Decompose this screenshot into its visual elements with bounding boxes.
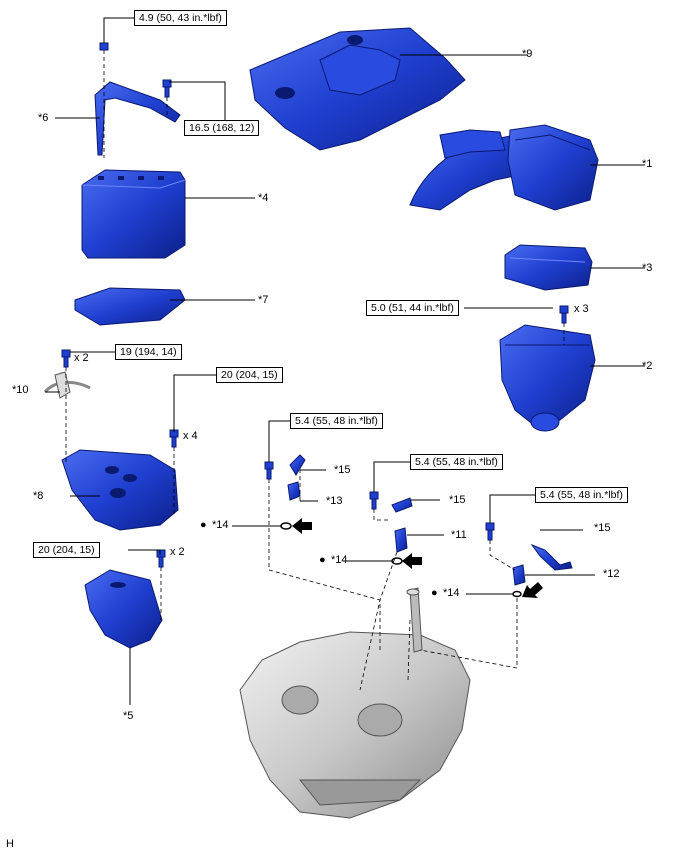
torque-clamp-nut: 4.9 (50, 43 in.*lbf) <box>134 10 227 26</box>
callout-14c: *14 <box>443 587 460 599</box>
torque-air-cleaner: 5.0 (51, 44 in.*lbf) <box>366 300 459 316</box>
callout-15c: *15 <box>594 522 611 534</box>
transaxle-part <box>239 587 471 819</box>
bullet-14c: ● <box>431 587 438 599</box>
callout-13: *13 <box>326 495 343 507</box>
engine-cover-part <box>249 27 466 151</box>
qty-bracket-low: x 2 <box>170 546 185 558</box>
battery-carrier-part <box>61 449 179 531</box>
callout-4: *4 <box>258 192 269 204</box>
callout-14b: *14 <box>331 554 348 566</box>
filter-element-part <box>504 244 593 291</box>
speed-sensors <box>287 454 573 586</box>
bracket-part <box>84 569 163 649</box>
torque-sensor-13: 5.4 (55, 48 in.*lbf) <box>290 413 383 429</box>
torque-sensor-12: 5.4 (55, 48 in.*lbf) <box>535 487 628 503</box>
qty-air-cleaner: x 3 <box>574 303 589 315</box>
arrow-icons <box>292 518 543 598</box>
callout-5: *5 <box>123 710 134 722</box>
torque-bracket-top: 19 (194, 14) <box>115 344 182 360</box>
callout-14a: *14 <box>212 519 229 531</box>
callout-15b: *15 <box>449 494 466 506</box>
callout-7: *7 <box>258 294 269 306</box>
callout-15a: *15 <box>334 464 351 476</box>
assembly-lines <box>65 50 565 691</box>
bullet-14b: ● <box>319 554 326 566</box>
qty-bracket-top: x 2 <box>74 352 89 364</box>
callout-12: *12 <box>603 568 620 580</box>
battery-clamp-part <box>94 81 181 156</box>
callout-11: *11 <box>451 529 467 541</box>
callout-8: *8 <box>33 490 44 502</box>
fastener-icons <box>61 42 569 568</box>
leader-lines <box>45 17 645 705</box>
figure-code: H <box>6 838 14 850</box>
torque-sensor-11: 5.4 (55, 48 in.*lbf) <box>410 454 503 470</box>
callout-3: *3 <box>642 262 653 274</box>
battery-part <box>81 169 186 259</box>
air-cleaner-case-part <box>499 324 596 432</box>
air-cleaner-part <box>409 124 599 211</box>
callout-2: *2 <box>642 360 653 372</box>
callout-6: *6 <box>38 112 49 124</box>
torque-clamp-bolt: 16.5 (168, 12) <box>184 120 260 136</box>
callout-10: *10 <box>12 384 29 396</box>
torque-bracket-low: 20 (204, 15) <box>33 542 100 558</box>
qty-tray: x 4 <box>183 430 198 442</box>
callout-9: *9 <box>522 48 533 60</box>
harness-clamp-part <box>43 371 91 399</box>
torque-tray-bolts: 20 (204, 15) <box>216 367 283 383</box>
callout-1: *1 <box>642 158 653 170</box>
bullet-14a: ● <box>200 519 207 531</box>
battery-tray-part <box>74 287 186 326</box>
